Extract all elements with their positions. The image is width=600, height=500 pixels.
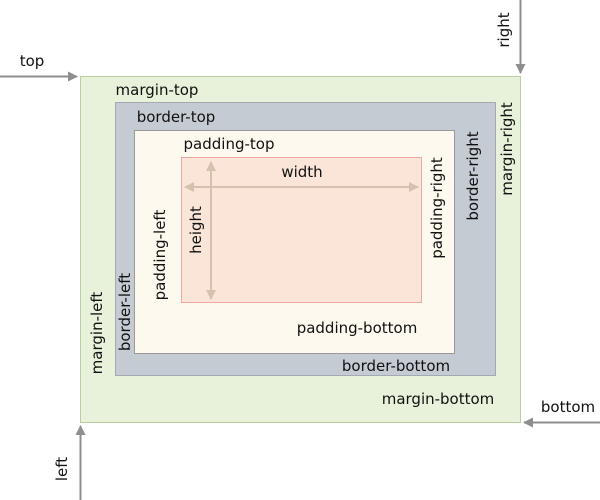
border-left-label: border-left xyxy=(116,272,134,352)
right-label: right xyxy=(495,12,513,48)
content-area xyxy=(181,157,422,303)
margin-right-label: margin-right xyxy=(498,102,516,196)
height-label: height xyxy=(187,206,205,254)
margin-left-label: margin-left xyxy=(88,291,106,375)
padding-right-label: padding-right xyxy=(428,157,446,259)
padding-left-label: padding-left xyxy=(151,209,169,301)
margin-top-label: margin-top xyxy=(115,81,199,99)
bottom-label: bottom xyxy=(540,398,596,416)
border-right-label: border-right xyxy=(464,131,482,221)
border-bottom-label: border-bottom xyxy=(341,357,451,375)
left-label: left xyxy=(53,456,71,482)
border-top-label: border-top xyxy=(136,108,216,126)
padding-top-label: padding-top xyxy=(183,135,275,153)
top-label: top xyxy=(19,52,45,70)
width-label: width xyxy=(281,163,323,181)
margin-bottom-label: margin-bottom xyxy=(381,390,495,408)
padding-bottom-label: padding-bottom xyxy=(296,319,418,337)
